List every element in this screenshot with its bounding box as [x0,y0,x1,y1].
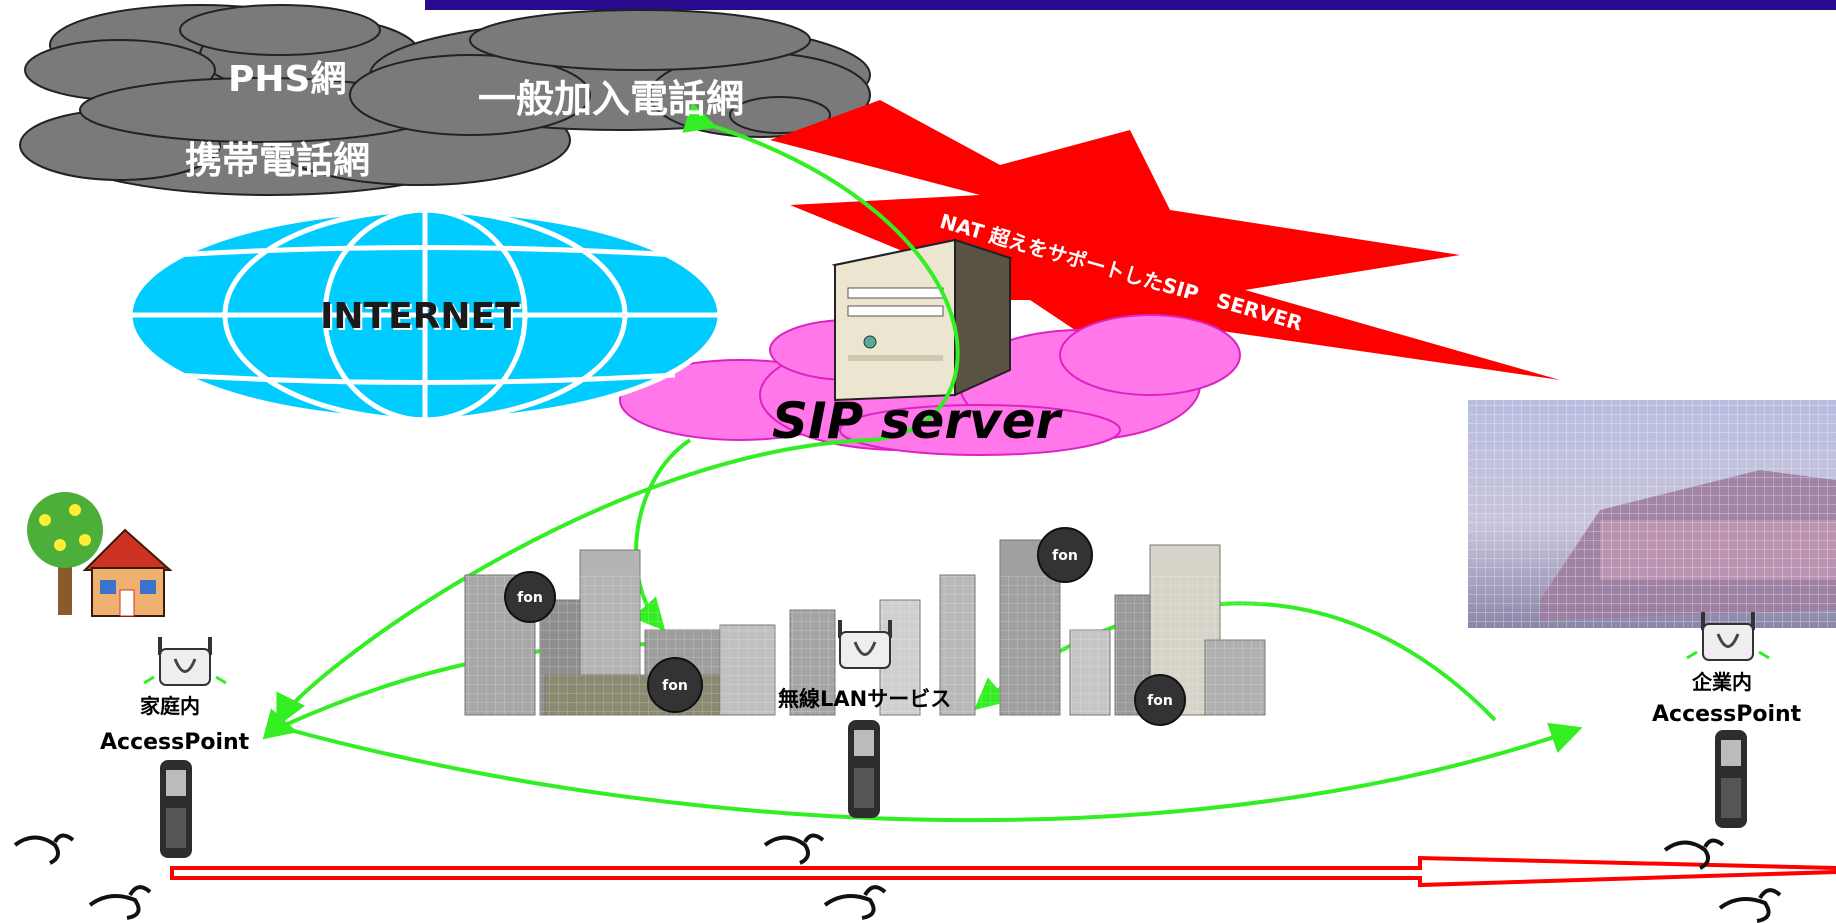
wireless-lan-service-label: 無線LANサービス [778,687,952,711]
svg-text:fon: fon [662,678,688,694]
server-icon [831,238,1014,402]
corporate-location-label: 企業内 [1692,670,1752,694]
city-skyline-icon [464,539,1266,716]
svg-text:fon: fon [517,590,543,606]
nat-burst [770,100,1560,380]
phs-network-label: PHS網 [228,59,347,100]
internet-label: INTERNET [320,296,520,337]
general-phone-network-label: 一般加入電話網 [478,77,745,121]
fon-badge-text: fon fon fon fon [517,548,1173,709]
home-accesspoint-label: AccessPoint [100,730,250,755]
home-location-label: 家庭内 [140,694,200,718]
top-bar [425,0,1836,10]
mobile-phone-icon [160,720,1747,858]
footprint-icon [13,833,1782,923]
tree-icon [27,492,103,615]
svg-text:fon: fon [1147,693,1173,709]
access-point-icon [143,612,1770,686]
svg-text:fon: fon [1052,548,1078,564]
sip-server-label: SIP server [772,392,1061,450]
fon-badge-icon [504,527,1186,726]
mobile-network-label: 携帯電話網 [185,139,370,182]
corporate-accesspoint-label: AccessPoint [1652,702,1802,727]
arrow-icon [170,855,1836,888]
building-photo-icon [1468,400,1836,628]
house-icon [82,528,173,617]
